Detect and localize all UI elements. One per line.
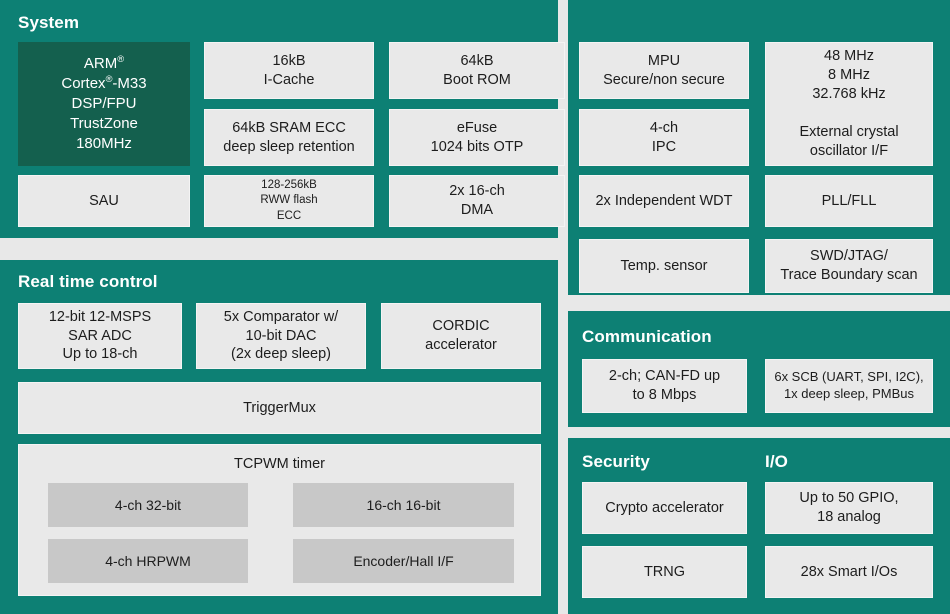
block-mpu: MPU Secure/non secure (579, 42, 749, 99)
block-gpio: Up to 50 GPIO, 18 analog (765, 482, 933, 534)
block-dma-label: 2x 16-ch DMA (449, 183, 505, 218)
block-tcpwm-encoder-hall: Encoder/Hall I/F (293, 539, 514, 583)
panel-real-time-control-title: Real time control (18, 272, 158, 291)
block-cordic-accelerator-label: CORDIC accelerator (425, 318, 497, 353)
panel-security-title: Security (582, 452, 650, 471)
block-crypto-accelerator: Crypto accelerator (582, 482, 747, 534)
block-rww-flash: 128-256kB RWW flash ECC (204, 175, 374, 227)
block-sar-adc: 12-bit 12-MSPS SAR ADC Up to 18-ch (18, 303, 182, 369)
block-icache: 16kB I-Cache (204, 42, 374, 99)
block-rww-flash-label: 128-256kB RWW flash ECC (260, 179, 318, 222)
panel-communication-title: Communication (582, 327, 712, 346)
block-tcpwm-timer-label: TCPWM timer (233, 456, 325, 472)
block-crypto-accelerator-label: Crypto accelerator (605, 499, 724, 516)
block-watchdog-timers-label: 2x Independent WDT (595, 192, 733, 209)
block-temp-sensor-label: Temp. sensor (620, 257, 708, 274)
block-swd-jtag-trace-label: SWD/JTAG/ Trace Boundary scan (780, 248, 918, 283)
block-tcpwm-timer-group: TCPWM timer 4-ch 32-bit 16-ch 16-bit 4-c… (18, 444, 541, 596)
block-tcpwm-16ch-16bit: 16-ch 16-bit (293, 483, 514, 527)
block-dma: 2x 16-ch DMA (389, 175, 565, 227)
block-efuse: eFuse 1024 bits OTP (389, 109, 565, 166)
panel-io-title: I/O (765, 452, 788, 471)
block-smart-io: 28x Smart I/Os (765, 546, 933, 598)
block-pll-fll: PLL/FLL (765, 175, 933, 227)
block-comparator-dac: 5x Comparator w/ 10-bit DAC (2x deep sle… (196, 303, 366, 369)
block-watchdog-timers: 2x Independent WDT (579, 175, 749, 227)
block-scb-label: 6x SCB (UART, SPI, I2C), 1x deep sleep, … (774, 369, 924, 401)
block-tcpwm-4ch-32bit: 4-ch 32-bit (48, 483, 248, 527)
block-sram-ecc: 64kB SRAM ECC deep sleep retention (204, 109, 374, 166)
block-tcpwm-16ch-16bit-label: 16-ch 16-bit (366, 496, 441, 513)
block-swd-jtag-trace: SWD/JTAG/ Trace Boundary scan (765, 239, 933, 293)
block-can-fd: 2-ch; CAN-FD up to 8 Mbps (582, 359, 747, 413)
block-pll-fll-label: PLL/FLL (821, 192, 877, 209)
block-sar-adc-label: 12-bit 12-MSPS SAR ADC Up to 18-ch (48, 308, 152, 363)
block-boot-rom: 64kB Boot ROM (389, 42, 565, 99)
block-temp-sensor: Temp. sensor (579, 239, 749, 293)
block-tcpwm-4ch-hrpwm-label: 4-ch HRPWM (105, 552, 191, 569)
block-sram-ecc-label: 64kB SRAM ECC deep sleep retention (223, 119, 355, 155)
block-gpio-label: Up to 50 GPIO, 18 analog (799, 490, 899, 525)
block-triggermux: TriggerMux (18, 382, 541, 434)
block-clocks-oscillator: 48 MHz 8 MHz 32.768 kHz External crystal… (765, 42, 933, 166)
block-sau-label: SAU (89, 192, 119, 209)
block-efuse-label: eFuse 1024 bits OTP (430, 119, 524, 155)
block-can-fd-label: 2-ch; CAN-FD up to 8 Mbps (608, 368, 721, 403)
block-scb: 6x SCB (UART, SPI, I2C), 1x deep sleep, … (765, 359, 933, 413)
block-comparator-dac-label: 5x Comparator w/ 10-bit DAC (2x deep sle… (223, 308, 339, 363)
block-boot-rom-label: 64kB Boot ROM (443, 52, 511, 88)
block-icache-label: 16kB I-Cache (263, 52, 315, 88)
block-trng: TRNG (582, 546, 747, 598)
block-tcpwm-4ch-hrpwm: 4-ch HRPWM (48, 539, 248, 583)
block-sau: SAU (18, 175, 190, 227)
block-tcpwm-encoder-hall-label: Encoder/Hall I/F (353, 552, 454, 569)
block-ipc: 4-ch IPC (579, 109, 749, 166)
block-trng-label: TRNG (643, 563, 686, 580)
block-mpu-label: MPU Secure/non secure (603, 52, 725, 88)
block-cordic-accelerator: CORDIC accelerator (381, 303, 541, 369)
block-triggermux-label: TriggerMux (243, 399, 316, 416)
panel-system-title: System (18, 13, 80, 32)
block-smart-io-label: 28x Smart I/Os (800, 563, 898, 580)
block-tcpwm-4ch-32bit-label: 4-ch 32-bit (114, 496, 182, 513)
block-ipc-label: 4-ch IPC (649, 119, 679, 155)
block-clocks-oscillator-label: 48 MHz 8 MHz 32.768 kHz External crystal… (799, 48, 899, 159)
